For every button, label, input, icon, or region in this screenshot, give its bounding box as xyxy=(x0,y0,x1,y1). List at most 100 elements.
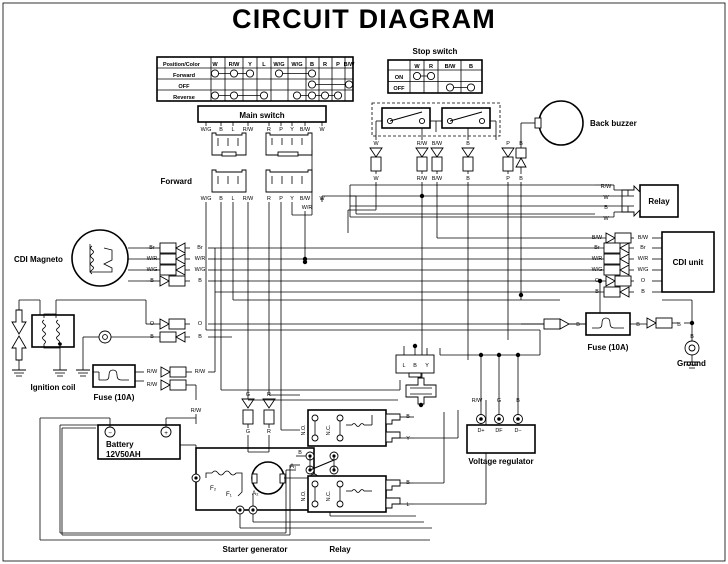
starter-generator: A₁ A₂ F₂ F₁ Starter generator xyxy=(191,447,432,554)
ss-col-2: B/W xyxy=(445,64,457,70)
main-switch-connector-top-left xyxy=(211,132,247,157)
bullet-lbl-bot-2: B/W xyxy=(432,176,443,182)
mst-lbl-5: P xyxy=(279,127,283,133)
relay2-no-label: N.O. xyxy=(301,490,307,501)
relay-right[interactable]: Relay R/W W B W xyxy=(349,184,679,222)
relay1-nc-label: N.C. xyxy=(326,425,332,436)
fuse-right-label: Fuse (10A) xyxy=(588,343,629,352)
fuse-left-lbl-0: R/W xyxy=(147,369,158,375)
cdi-right-1: Br xyxy=(640,245,646,251)
relay-right-wire-3: W xyxy=(603,216,609,222)
battery-rating: 12V50AH xyxy=(106,450,141,459)
ms-col-0: W xyxy=(212,62,218,68)
ss-row-on: ON xyxy=(395,75,403,81)
bullet-lbl-top-1: R/W xyxy=(417,141,428,147)
gen-lbl-g-top: G xyxy=(246,392,250,398)
cdi-magneto-label: CDI Magneto xyxy=(14,255,63,264)
connector-lby: L B Y xyxy=(395,343,437,408)
cdi-right-5: B xyxy=(641,289,645,295)
stop-switch-dashed-outline xyxy=(371,102,501,137)
relay-bottom-label: Relay xyxy=(329,545,351,554)
relay2-out-l: L xyxy=(407,502,410,508)
sg-terminal-f1: F₁ xyxy=(226,491,232,498)
cdi-unit-connectors: B/W B/W Br Br W/R W/R xyxy=(215,232,662,298)
msb-lbl-4: R xyxy=(267,196,271,202)
relay-interconnect: B xyxy=(59,424,339,536)
fuse-left-lbl-r0: R/W xyxy=(195,369,206,375)
mag-right-0: Br xyxy=(197,245,203,251)
relay2-nc-label: N.C. xyxy=(326,491,332,502)
ignition-coil-label: Ignition coil xyxy=(31,383,76,392)
bullet-lbl-top-5: B xyxy=(519,141,523,147)
relay-in-label: B xyxy=(298,450,302,456)
bullet-lbl-bot-1: R/W xyxy=(417,176,428,182)
fuse-right-lbl-0: B xyxy=(576,322,580,328)
ign-lbl-o-right: O xyxy=(198,321,202,327)
lby-label-l: L xyxy=(403,363,406,369)
table-header-position-color: Position/Color xyxy=(163,62,201,68)
msb-lbl-9: W xyxy=(319,196,325,202)
ss-col-3: B xyxy=(469,64,473,70)
vr-terminal-df: DF xyxy=(495,428,503,434)
sg-terminal-a2: A₂ xyxy=(252,490,259,497)
ms-col-2: Y xyxy=(248,62,252,68)
ms-col-5: W/G xyxy=(291,62,302,68)
back-buzzer-label: Back buzzer xyxy=(590,119,637,128)
cdi-magneto: CDI Magneto xyxy=(14,229,146,287)
ignition-lower-connectors: O O B B xyxy=(76,278,603,377)
battery-pos-terminal: + xyxy=(164,430,168,437)
bullet-lbl-top-0: W xyxy=(373,141,379,147)
fuse-element-icon-2 xyxy=(592,317,624,329)
spark-arrow-up-icon xyxy=(11,335,27,361)
stop-switch-2[interactable] xyxy=(441,107,491,129)
spark-arrow-down-icon xyxy=(11,309,27,335)
ign-lbl-o-left: O xyxy=(150,321,154,327)
vr-terminal-dminus: D− xyxy=(514,428,521,434)
battery-neg-terminal: − xyxy=(108,430,112,437)
relay-right-wire-2: B xyxy=(604,205,608,211)
page-title: CIRCUIT DIAGRAM xyxy=(232,4,496,34)
ms-col-3: L xyxy=(262,62,266,68)
main-switch[interactable]: Main switch xyxy=(197,105,327,123)
fuse-left: Fuse (10A) R/W R/W R/W R/W xyxy=(92,248,216,424)
msb-lbl-1: B xyxy=(219,196,223,202)
voltage-regulator-label: Voltage regulator xyxy=(468,457,533,466)
main-switch-connector-top-right xyxy=(265,132,313,157)
relay-bottom-2[interactable]: N.O. N.C. B L Relay xyxy=(301,400,487,554)
cdi-right-2: W/R xyxy=(638,256,649,262)
relay-bottom-1[interactable]: N.O. N.C. B Y xyxy=(301,409,459,447)
lower-bus xyxy=(206,299,560,431)
ss-col-1: R xyxy=(429,64,433,70)
fuse-left-rw-down: R/W xyxy=(191,408,202,414)
lby-label-b: B xyxy=(413,363,417,369)
bullet-connector-row: W W R/W R/W B/W B/W B xyxy=(347,141,527,405)
mst-lbl-9: W xyxy=(319,127,325,133)
relay1-out-y: Y xyxy=(406,436,410,442)
mst-lbl-1: B xyxy=(219,127,223,133)
bullet-lbl-bot-3: B xyxy=(466,176,470,182)
bullet-lbl-bot-0: W xyxy=(373,176,379,182)
ms-row-off: OFF xyxy=(178,84,190,90)
gen-lbl-r-bot: R xyxy=(267,429,271,435)
mag-right-2: W/G xyxy=(195,267,206,273)
mag-right-1: W/R xyxy=(195,256,206,262)
fuse-right-lbl-1: B xyxy=(636,322,640,328)
ground-label: Ground xyxy=(677,359,706,368)
mst-lbl-2: L xyxy=(232,127,235,133)
ignition-coil: Ignition coil xyxy=(11,299,160,392)
ms-row-reverse: Reverse xyxy=(173,95,195,101)
cdi-right-3: W/G xyxy=(638,267,649,273)
stop-switch-assembly xyxy=(371,102,501,140)
stop-switch-1[interactable] xyxy=(381,107,431,129)
generator-bullet-connectors: G G R R xyxy=(241,392,276,453)
starter-generator-label: Starter generator xyxy=(223,545,288,554)
mag-right-3: B xyxy=(198,278,202,284)
relay-right-label: Relay xyxy=(648,197,670,206)
ss-col-0: W xyxy=(414,64,420,70)
ms-col-9: B/W xyxy=(344,62,356,68)
cdi-unit: CDI unit xyxy=(661,231,715,293)
msb-lbl-8: W/R xyxy=(302,205,313,211)
